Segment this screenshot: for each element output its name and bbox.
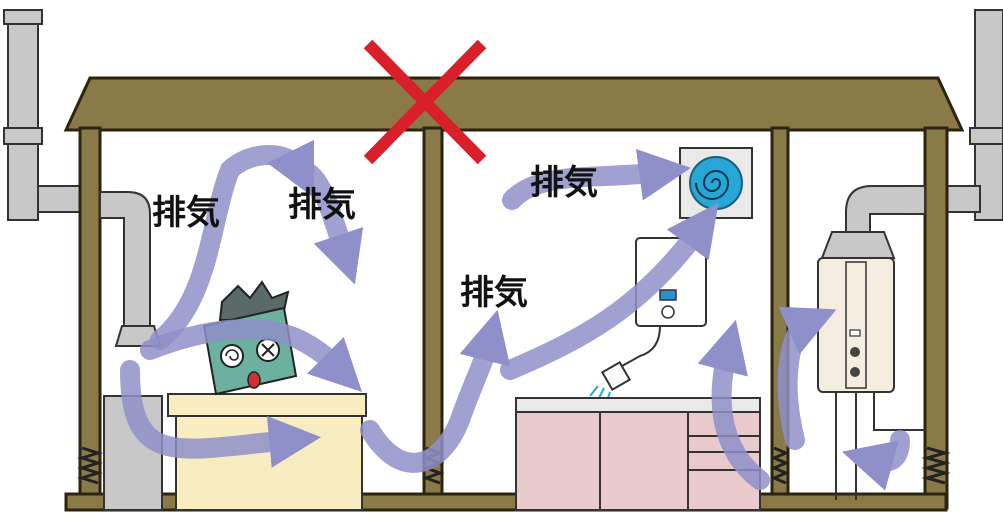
room3-water-heater [817,257,925,500]
airflow-arrows [120,139,910,491]
exhaust-label-3: 排気 [530,163,598,203]
roof [63,76,965,132]
room3-flue [820,185,926,259]
red-x-mark [363,39,487,165]
ventilation-fan-icon [679,147,753,219]
exhaust-label-1: 排気 [152,193,220,233]
exhaust-label-2: 排気 [288,185,356,225]
exhaust-label-4: 排気 [460,273,528,313]
bathtub [167,393,367,511]
